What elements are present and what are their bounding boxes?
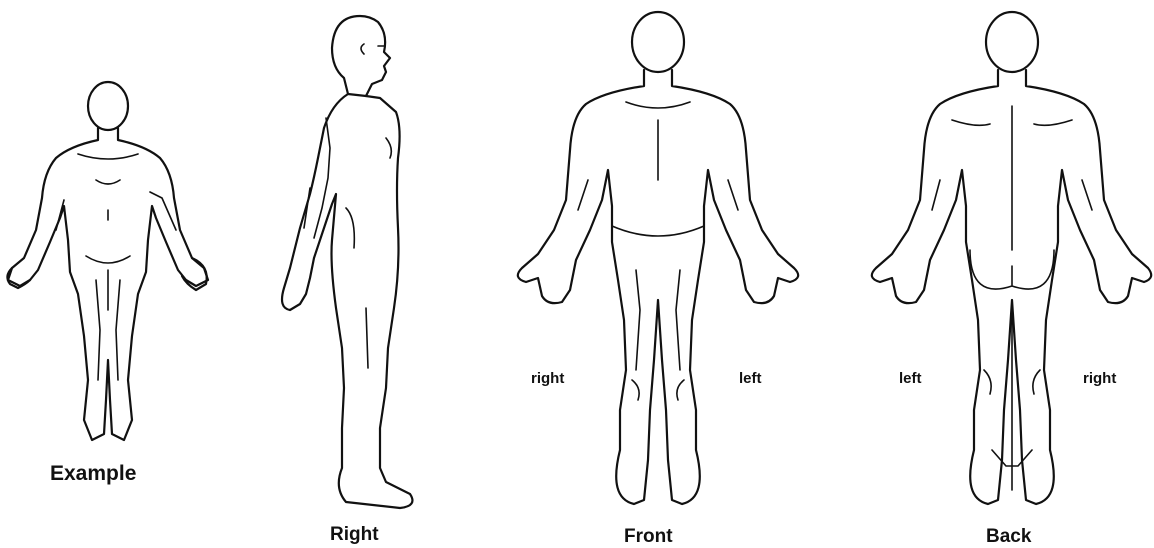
back-side-label-right: right [1083,370,1116,387]
right-side-body-figure [270,8,450,520]
back-shoulder-lines [952,106,1072,250]
front-leg-lines [632,270,684,400]
right-ear [361,44,364,54]
right-caption: Right [330,524,379,546]
front-side-label-right: left [739,370,762,387]
example-chest-lines [78,154,138,263]
back-leg-lines [984,300,1040,490]
example-caption: Example [50,462,136,486]
front-chest-line [612,102,704,236]
example-body-figure [0,80,215,450]
back-head [986,12,1038,72]
front-head [632,12,684,72]
front-side-label-left: right [531,370,564,387]
back-caption: Back [986,526,1031,548]
back-side-label-left: left [899,370,922,387]
front-body-figure [508,10,808,522]
example-head [88,82,128,130]
back-buttocks-lines [970,250,1054,289]
back-body-figure [866,10,1154,522]
right-head-profile [332,16,390,96]
right-torso-details [346,138,391,368]
front-caption: Front [624,526,673,548]
right-body-outline [282,94,412,508]
